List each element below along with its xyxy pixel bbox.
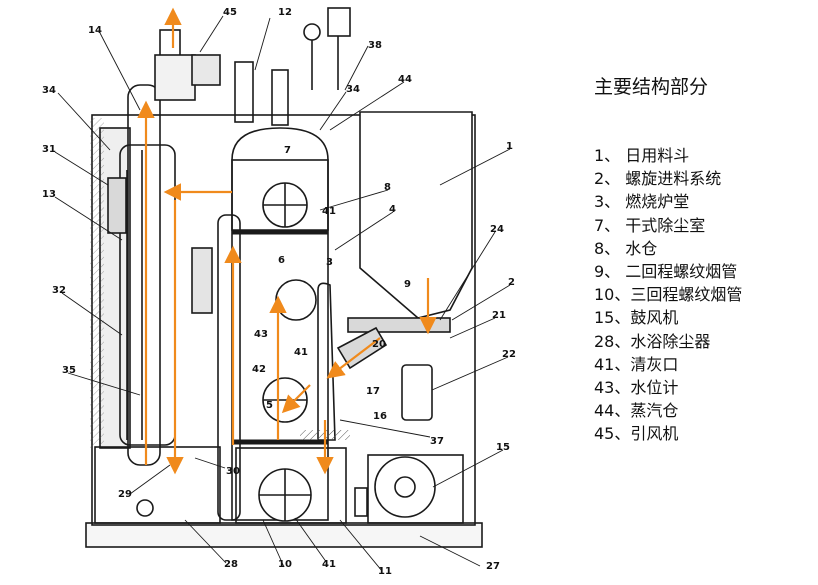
callout-34-left: 34 bbox=[42, 85, 56, 96]
callout-34-upper: 34 bbox=[346, 84, 360, 95]
steam-chamber-44 bbox=[231, 127, 329, 231]
callout-27: 27 bbox=[486, 561, 500, 572]
blower-15-wheel bbox=[374, 456, 436, 518]
flow-arrows bbox=[137, 7, 437, 475]
legend-list: 1、 日用料斗 2、 螺旋进料系统 3、 燃烧炉堂 7、 干式除尘室 8、 水仓… bbox=[594, 144, 742, 445]
feed-chute-17 bbox=[336, 326, 388, 370]
callout-13: 13 bbox=[42, 189, 56, 200]
valve-2 bbox=[271, 69, 289, 126]
callout-labels: 45 12 14 38 34 44 34 31 1 13 8 4 24 32 2… bbox=[42, 7, 516, 577]
callout-22: 22 bbox=[502, 349, 516, 360]
callout-3: 3 bbox=[326, 257, 333, 268]
hatched-casing-left bbox=[90, 118, 104, 448]
legend-item: 10、三回程螺纹烟管 bbox=[594, 285, 743, 305]
callout-38: 38 bbox=[368, 40, 382, 51]
callout-32: 32 bbox=[52, 285, 66, 296]
legend-item: 41、清灰口 bbox=[594, 354, 679, 374]
callout-9: 9 bbox=[404, 279, 411, 290]
callout-2: 2 bbox=[508, 277, 515, 288]
callout-12: 12 bbox=[278, 7, 292, 18]
tube-column-right bbox=[317, 282, 336, 441]
callout-42: 42 bbox=[252, 364, 266, 375]
callout-10: 10 bbox=[278, 559, 292, 570]
wall-section-31 bbox=[107, 177, 127, 234]
hopper-1 bbox=[359, 111, 473, 319]
legend-item: 1、 日用料斗 bbox=[594, 146, 690, 165]
tube-column-left bbox=[217, 214, 241, 521]
legend-item: 43、水位计 bbox=[594, 377, 679, 397]
flow-port-diag bbox=[281, 384, 311, 414]
boiler-structure-diagram: 45 12 14 38 34 44 34 31 1 13 8 4 24 32 2… bbox=[42, 7, 516, 577]
callout-37: 37 bbox=[430, 436, 444, 447]
legend-title: 主要结构部分 bbox=[594, 76, 709, 98]
safety-valve-12 bbox=[234, 61, 254, 123]
callout-35: 35 bbox=[62, 365, 76, 376]
callout-16: 16 bbox=[373, 411, 387, 422]
blower-15-hub bbox=[394, 476, 416, 498]
motor-22 bbox=[401, 364, 433, 421]
callout-20: 20 bbox=[372, 339, 386, 350]
callout-1: 1 bbox=[506, 141, 513, 152]
dust-collector-28 bbox=[94, 446, 221, 524]
pressure-gauge bbox=[303, 23, 321, 41]
fan-45-motor bbox=[191, 54, 221, 86]
callout-45: 45 bbox=[223, 7, 237, 18]
callout-7: 7 bbox=[284, 145, 291, 156]
callout-30: 30 bbox=[226, 466, 240, 477]
legend-item: 45、引风机 bbox=[594, 424, 679, 444]
callout-24: 24 bbox=[490, 224, 504, 235]
legend-item: 7、 干式除尘室 bbox=[594, 215, 706, 235]
callout-41-upper: 41 bbox=[322, 206, 336, 217]
callout-31: 31 bbox=[42, 144, 56, 155]
pressure-switch-38 bbox=[327, 7, 351, 37]
legend-item: 15、鼓风机 bbox=[594, 308, 679, 328]
boiler-structure-lines bbox=[85, 7, 483, 548]
fan-45-body bbox=[154, 54, 196, 101]
callout-29: 29 bbox=[118, 489, 132, 500]
callout-41-middle: 41 bbox=[294, 347, 308, 358]
legend-item: 8、 水仓 bbox=[594, 238, 658, 258]
water-level-gauge-43 bbox=[191, 247, 213, 314]
leader-lines bbox=[54, 15, 511, 572]
callout-17: 17 bbox=[366, 386, 380, 397]
callout-11: 11 bbox=[378, 566, 392, 577]
callout-43: 43 bbox=[254, 329, 268, 340]
screw-feeder-2 bbox=[347, 317, 451, 333]
chimney-riser-14 bbox=[127, 84, 161, 466]
legend-item: 28、水浴除尘器 bbox=[594, 331, 711, 351]
cleanout-port-side bbox=[275, 279, 317, 321]
callout-5: 5 bbox=[266, 400, 273, 411]
legend-item: 9、 二回程螺纹烟管 bbox=[594, 261, 738, 281]
callout-28: 28 bbox=[224, 559, 238, 570]
legend-item: 3、 燃烧炉堂 bbox=[594, 192, 690, 212]
flow-chute bbox=[326, 337, 381, 379]
ash-chamber-11 bbox=[235, 447, 347, 524]
blower-15-frame bbox=[367, 454, 464, 524]
callout-44: 44 bbox=[398, 74, 412, 85]
callout-8: 8 bbox=[384, 182, 391, 193]
blower-flange bbox=[354, 487, 368, 517]
callout-14: 14 bbox=[88, 25, 102, 36]
callout-21: 21 bbox=[492, 310, 506, 321]
dust-collector-drain bbox=[136, 499, 154, 517]
fan-45-housing bbox=[159, 29, 181, 59]
left-insulation-wall bbox=[99, 127, 131, 449]
callout-15: 15 bbox=[496, 442, 510, 453]
base-frame bbox=[85, 522, 483, 548]
legend-item: 2、 螺旋进料系统 bbox=[594, 169, 722, 189]
legend-item: 44、蒸汽仓 bbox=[594, 401, 679, 421]
callout-4: 4 bbox=[389, 204, 396, 215]
callout-6: 6 bbox=[278, 255, 285, 266]
callout-41-bottom: 41 bbox=[322, 559, 336, 570]
